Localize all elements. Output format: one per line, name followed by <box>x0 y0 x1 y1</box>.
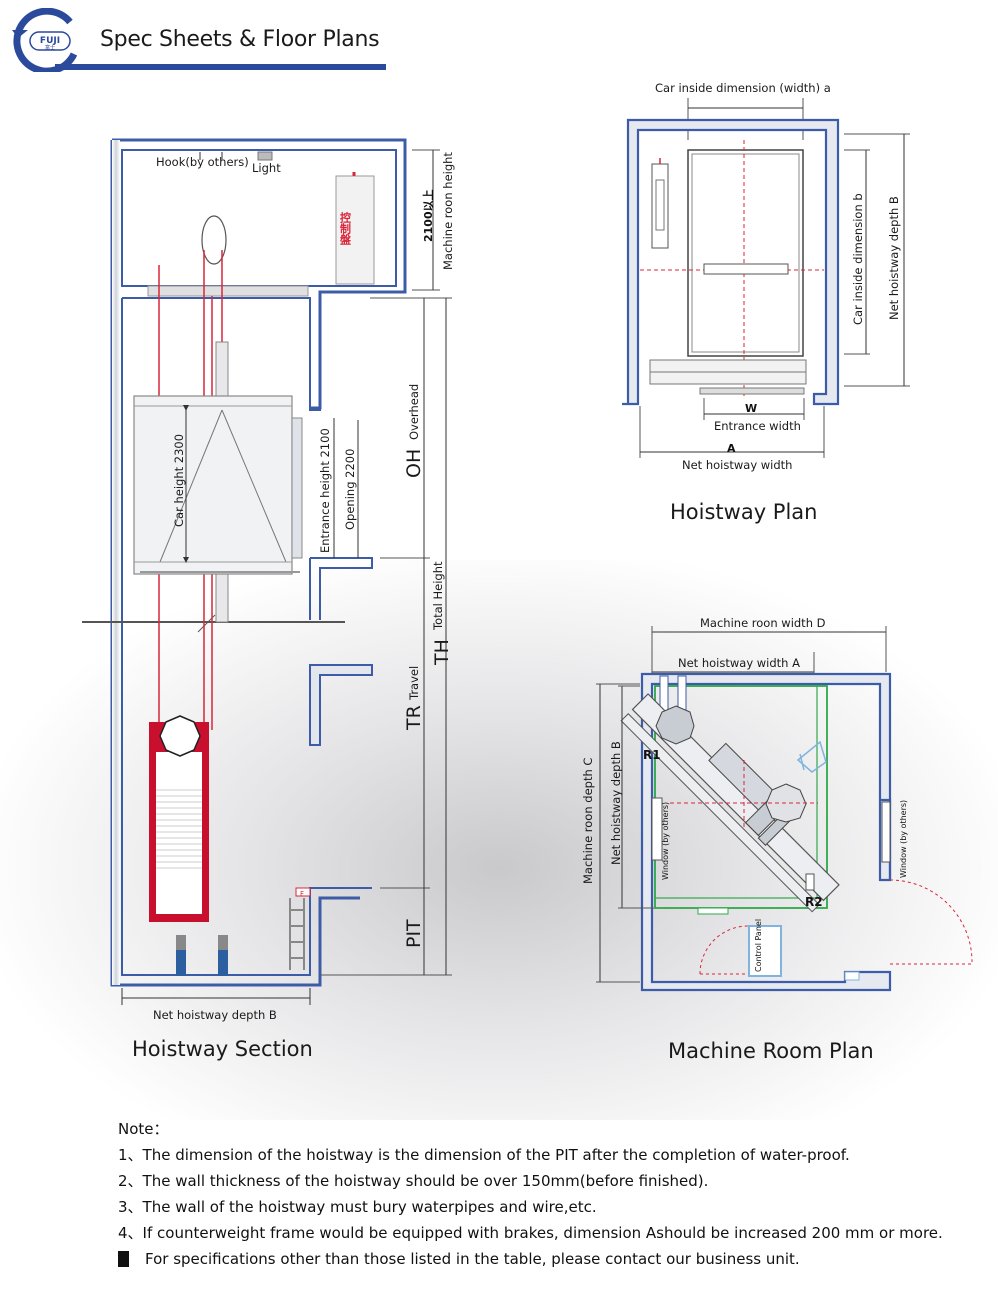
square-bullet-icon <box>118 1251 129 1267</box>
note-footer: For specifications other than those list… <box>118 1246 978 1272</box>
travel-label: Travel <box>407 666 421 701</box>
notes-section: Note： 1、The dimension of the hoistway is… <box>118 1116 978 1272</box>
note-item: 3、The wall of the hoistway must bury wat… <box>118 1198 597 1216</box>
th-label: TH <box>431 639 453 666</box>
plan-net-width-label: Net hoistway width <box>682 458 792 472</box>
a-label: A <box>727 442 736 455</box>
pit-label: PIT <box>403 919 425 948</box>
mr-width-label: Machine roon width D <box>700 616 826 630</box>
opening-label: Opening 2200 <box>343 449 357 530</box>
control-cabinet-label: 控制盤 <box>339 211 353 245</box>
r2-label: R2 <box>805 895 823 909</box>
note-footer-text: For specifications other than those list… <box>145 1250 800 1268</box>
machine-room-height-label: Machine roon height <box>441 152 455 270</box>
car-depth-label: Car inside dimension b <box>851 193 865 325</box>
page-header: FUJI 富士 Spec Sheets & Floor Plans <box>0 0 400 75</box>
tr-label: TR <box>403 705 425 731</box>
machine-room-plan-caption: Machine Room Plan <box>668 1039 874 1063</box>
w-label: W <box>745 402 757 415</box>
machine-room-height-value: 2100以上 <box>421 189 435 242</box>
total-height-label: Total Height <box>431 561 445 631</box>
car-height-label: Car height 2300 <box>172 434 186 527</box>
plan-net-depth-label: Net hoistway depth B <box>887 196 901 320</box>
overhead-label: Overhead <box>407 384 421 440</box>
note-item: 4、If counterweight frame would be equipp… <box>118 1224 943 1242</box>
notes-title: Note： <box>118 1120 169 1138</box>
mr-depth-label: Machine roon depth C <box>581 758 595 884</box>
light-label: Light <box>252 161 281 175</box>
mr-net-depth-label: Net hoistway depth B <box>609 741 623 865</box>
page-title: Spec Sheets & Floor Plans <box>100 27 380 52</box>
logo-subtext: 富士 <box>45 44 55 51</box>
hoistway-plan: Car inside dimension (width) a Car insid… <box>622 81 910 472</box>
mr-net-width-label: Net hoistway width A <box>678 656 800 670</box>
car-width-label: Car inside dimension (width) a <box>655 81 831 95</box>
hook-label: Hook(by others) <box>156 155 249 169</box>
hoistway-section-caption: Hoistway Section <box>132 1037 313 1061</box>
window-left-label: Window (by others) <box>661 802 670 880</box>
pit-switch-label: F <box>300 890 304 898</box>
note-item: 1、The dimension of the hoistway is the d… <box>118 1146 850 1164</box>
header-underline <box>55 64 386 70</box>
entrance-height-label: Entrance height 2100 <box>318 428 332 553</box>
window-right-label: Window (by others) <box>899 800 908 878</box>
control-panel-label: Control Panel <box>754 919 763 972</box>
hoistway-section: Hook(by others) Light 控制盤 Car height 230… <box>82 138 455 1022</box>
note-item: 2、The wall thickness of the hoistway sho… <box>118 1172 709 1190</box>
r1-label: R1 <box>643 748 661 762</box>
machine-room-plan: Machine roon width D Net hoistway width … <box>581 616 973 992</box>
oh-label: OH <box>403 449 425 478</box>
entrance-width-label: Entrance width <box>714 419 801 433</box>
hoistway-plan-caption: Hoistway Plan <box>670 500 818 524</box>
section-net-depth-label: Net hoistway depth B <box>153 1008 277 1022</box>
logo-text: FUJI <box>40 36 60 46</box>
